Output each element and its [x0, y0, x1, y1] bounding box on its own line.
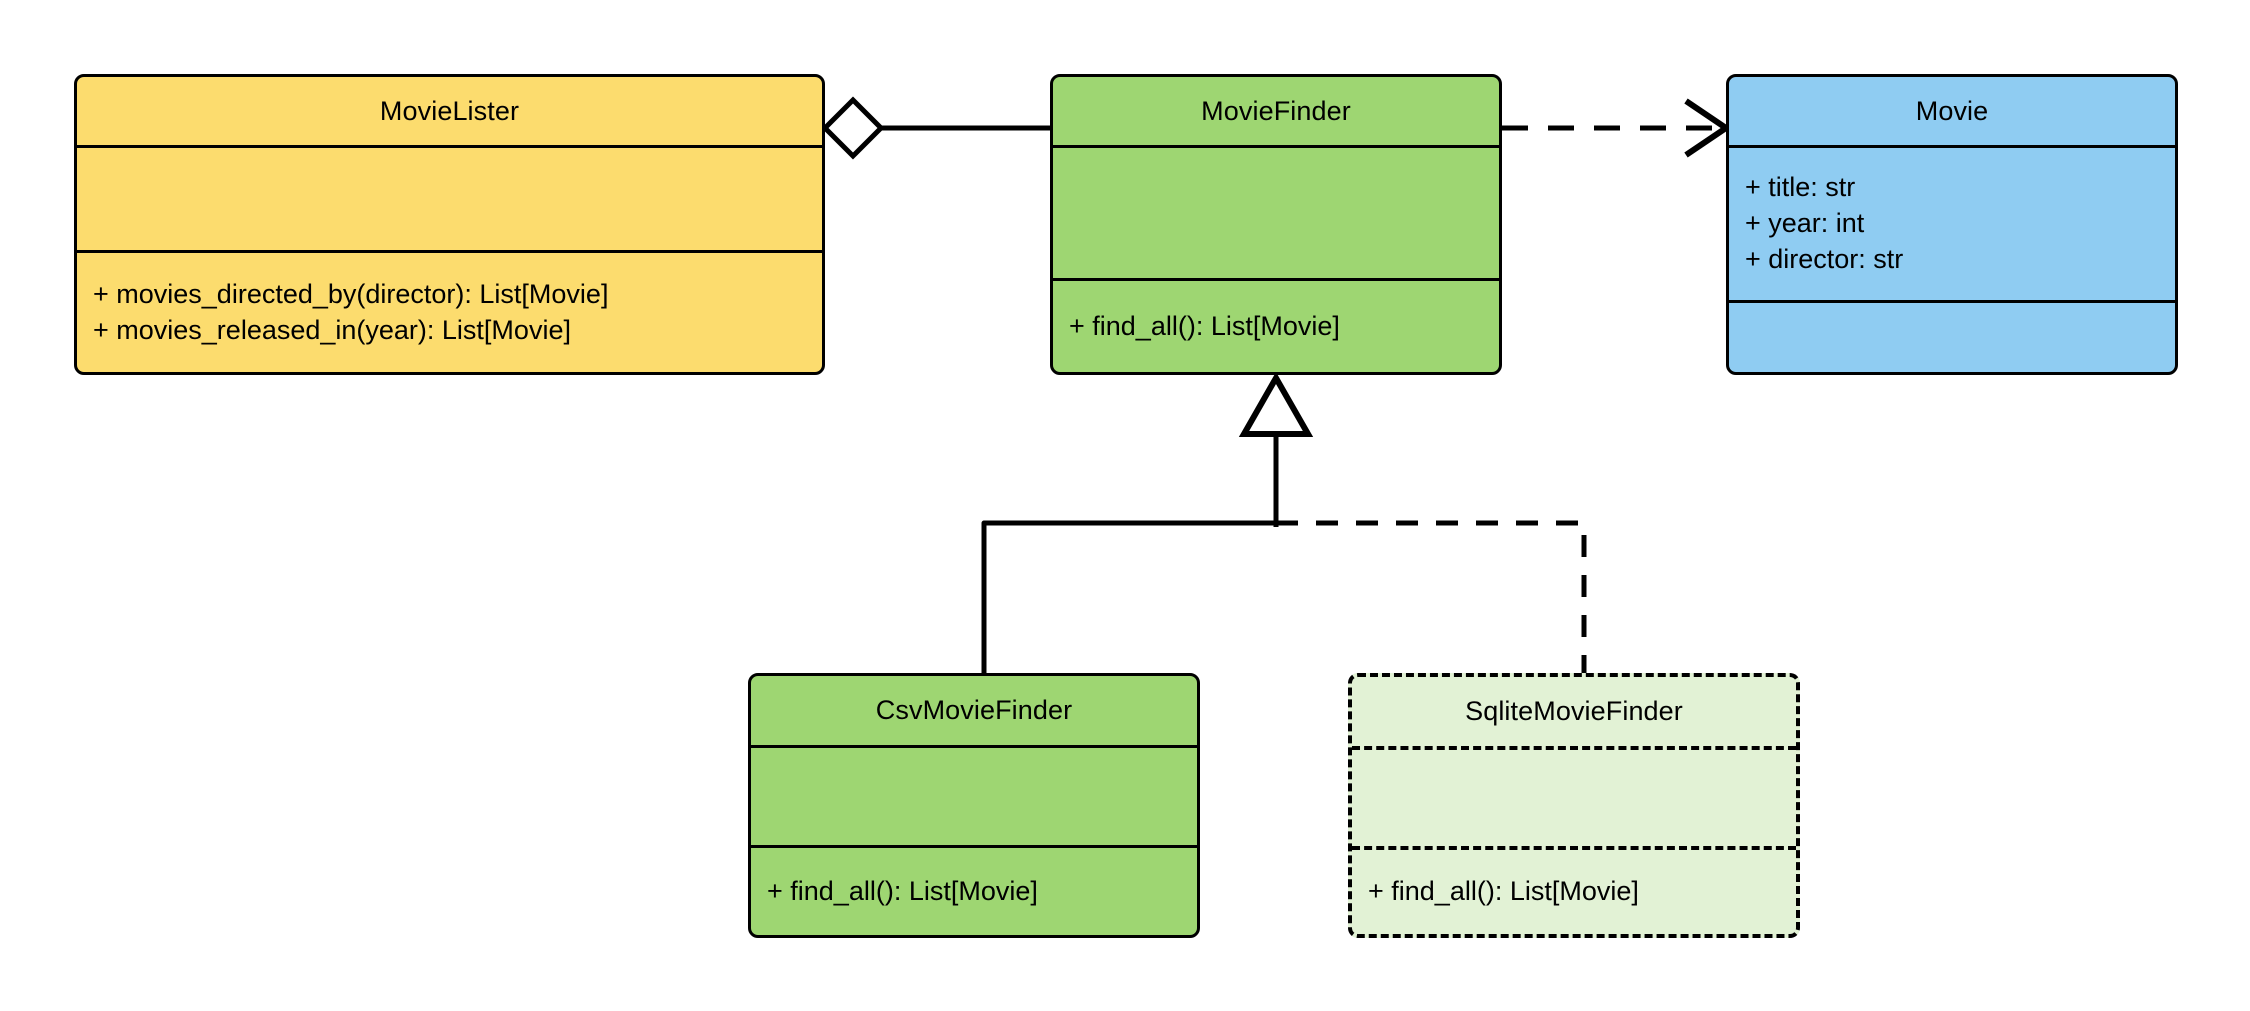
- class-box-sqlite-movie-finder[interactable]: SqliteMovieFinder + find_all(): List[Mov…: [1348, 673, 1800, 938]
- method-item: + movies_directed_by(director): List[Mov…: [93, 278, 609, 309]
- class-attributes-movie: + title: str + year: int + director: str: [1729, 145, 2175, 300]
- class-title-movie-lister: MovieLister: [379, 95, 520, 126]
- hollow-diamond-icon: [821, 96, 885, 160]
- edge-aggregation-lister-finder: [821, 96, 1050, 160]
- attribute-item: + year: int: [1745, 208, 1865, 239]
- class-box-movie-lister[interactable]: MovieLister + movies_directed_by(directo…: [74, 74, 825, 375]
- attribute-item: + title: str: [1745, 172, 1856, 203]
- edge-generalization-sqlite: [1276, 520, 1587, 673]
- method-item: + find_all(): List[Movie]: [1368, 876, 1639, 907]
- class-attributes-movie-finder: [1053, 145, 1499, 278]
- class-attributes-sqlite-movie-finder: [1352, 746, 1796, 846]
- open-arrow-icon: [1684, 98, 1732, 158]
- class-methods-csv-movie-finder: + find_all(): List[Movie]: [751, 845, 1197, 935]
- method-item: + find_all(): List[Movie]: [1069, 310, 1340, 341]
- class-title-movie-finder: MovieFinder: [1201, 95, 1351, 126]
- class-methods-sqlite-movie-finder: + find_all(): List[Movie]: [1352, 846, 1796, 934]
- class-methods-movie-finder: + find_all(): List[Movie]: [1053, 278, 1499, 372]
- class-box-movie[interactable]: Movie + title: str + year: int + directo…: [1726, 74, 2178, 375]
- method-item: + find_all(): List[Movie]: [767, 875, 1038, 906]
- class-title-csv-movie-finder: CsvMovieFinder: [875, 695, 1073, 725]
- hollow-triangle-icon: [1238, 371, 1314, 437]
- class-methods-movie-lister: + movies_directed_by(director): List[Mov…: [77, 250, 822, 372]
- edge-generalization-trunk: [1238, 371, 1314, 527]
- class-attributes-csv-movie-finder: [751, 745, 1197, 845]
- class-title-sqlite-movie-finder: SqliteMovieFinder: [1465, 696, 1683, 726]
- class-attributes-movie-lister: [77, 145, 822, 250]
- method-item: + movies_released_in(year): List[Movie]: [93, 314, 571, 345]
- class-box-movie-finder[interactable]: MovieFinder + find_all(): List[Movie]: [1050, 74, 1502, 375]
- attribute-item: + director: str: [1745, 243, 1904, 274]
- edge-generalization-csv: [981, 520, 1279, 673]
- edge-dependency-finder-movie: [1502, 98, 1732, 158]
- class-methods-movie: [1729, 300, 2175, 372]
- class-box-csv-movie-finder[interactable]: CsvMovieFinder + find_all(): List[Movie]: [748, 673, 1200, 938]
- class-title-movie: Movie: [1915, 95, 1989, 126]
